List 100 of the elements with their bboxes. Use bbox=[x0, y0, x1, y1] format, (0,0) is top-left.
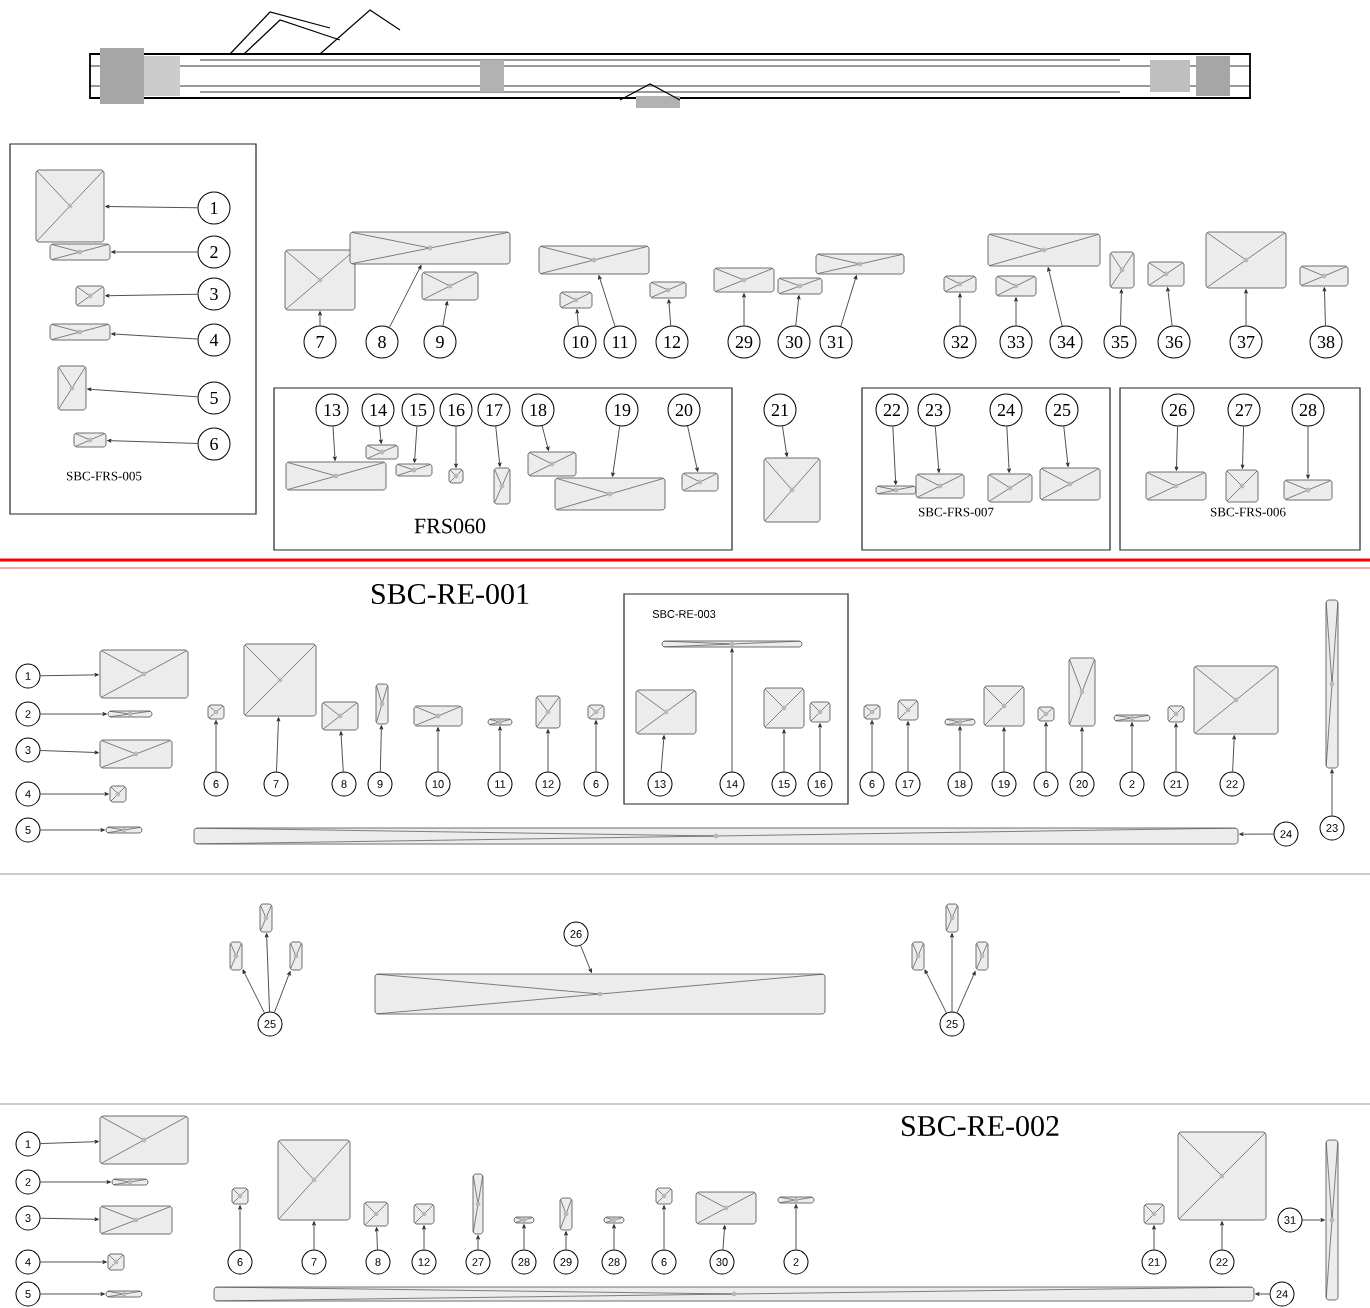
leader-line bbox=[956, 971, 976, 1013]
part-drawing bbox=[375, 683, 389, 725]
part-drawing bbox=[911, 941, 925, 971]
part-drawing bbox=[649, 281, 687, 299]
callout-number: 29 bbox=[727, 325, 761, 359]
leader-line bbox=[782, 425, 789, 457]
part-drawing bbox=[554, 477, 666, 511]
callout-number: 12 bbox=[655, 325, 689, 359]
part-drawing bbox=[111, 1178, 149, 1186]
part-drawing bbox=[1167, 705, 1185, 723]
leader-line bbox=[598, 275, 616, 327]
part-drawing bbox=[395, 463, 433, 477]
callout-number: 20 bbox=[667, 393, 701, 427]
leader-line bbox=[1174, 426, 1179, 471]
part-drawing bbox=[681, 472, 719, 492]
part-drawing bbox=[559, 291, 593, 309]
callout-number: 15 bbox=[401, 393, 435, 427]
part-drawing bbox=[661, 640, 803, 648]
leader-line bbox=[722, 1225, 727, 1250]
part-drawing bbox=[513, 1216, 535, 1224]
leader-line bbox=[564, 1231, 568, 1250]
callout-number: 9 bbox=[423, 325, 457, 359]
part-drawing bbox=[229, 941, 243, 971]
leader-line bbox=[40, 1260, 107, 1264]
part-drawing bbox=[99, 739, 173, 769]
leader-line bbox=[40, 712, 107, 716]
callout-number: 1 bbox=[197, 191, 231, 225]
leader-line bbox=[40, 1139, 99, 1144]
leader-line bbox=[1063, 426, 1070, 467]
callout-number: 6 bbox=[197, 427, 231, 461]
leader-line bbox=[1302, 1218, 1325, 1222]
callout-number: 11 bbox=[603, 325, 637, 359]
leader-line bbox=[378, 426, 383, 444]
callout-number: 22 bbox=[875, 393, 909, 427]
callout-number: 37 bbox=[1229, 325, 1263, 359]
part-drawing bbox=[207, 704, 225, 720]
part-drawing bbox=[635, 689, 697, 735]
part-drawing bbox=[107, 710, 153, 718]
leader-line bbox=[274, 971, 291, 1013]
part-drawing bbox=[655, 1187, 673, 1205]
leader-line bbox=[318, 311, 322, 326]
part-drawing bbox=[777, 277, 823, 295]
part-drawing bbox=[99, 649, 189, 699]
part-drawing bbox=[1325, 599, 1339, 769]
part-drawing bbox=[603, 1216, 625, 1224]
part-drawing bbox=[472, 1173, 484, 1235]
part-drawing bbox=[421, 271, 479, 301]
leader-line bbox=[105, 204, 198, 209]
part-drawing bbox=[777, 1196, 815, 1204]
part-drawing bbox=[763, 687, 805, 729]
part-drawing bbox=[535, 695, 561, 729]
part-drawing bbox=[105, 1290, 143, 1298]
leader-line bbox=[40, 828, 105, 832]
part-drawing bbox=[1325, 1139, 1339, 1301]
callout-number: 30 bbox=[777, 325, 811, 359]
leader-line bbox=[730, 648, 734, 772]
leader-line bbox=[794, 1204, 798, 1250]
leader-line bbox=[660, 735, 666, 772]
leader-line bbox=[1244, 289, 1248, 326]
part-drawing bbox=[987, 233, 1101, 267]
part-drawing bbox=[538, 245, 650, 275]
leader-line bbox=[111, 250, 198, 254]
leader-line bbox=[1220, 1221, 1224, 1250]
part-drawing bbox=[73, 432, 107, 448]
part-drawing bbox=[448, 468, 464, 484]
part-drawing bbox=[1145, 471, 1207, 501]
leader-line bbox=[40, 792, 109, 796]
part-drawing bbox=[49, 243, 111, 261]
leader-line bbox=[436, 727, 440, 772]
part-drawing bbox=[943, 275, 977, 293]
leader-line bbox=[374, 1227, 379, 1250]
callout-number: 31 bbox=[819, 325, 853, 359]
part-drawing bbox=[995, 275, 1037, 297]
part-drawing bbox=[105, 826, 143, 834]
part-drawing bbox=[35, 169, 105, 243]
leader-line bbox=[1166, 287, 1173, 326]
section-title: SBC-RE-001 bbox=[372, 583, 529, 605]
part-drawing bbox=[987, 473, 1033, 503]
callout-number: 18 bbox=[521, 393, 555, 427]
leader-line bbox=[442, 301, 449, 327]
leader-line bbox=[782, 729, 786, 772]
leader-line bbox=[105, 293, 198, 298]
part-drawing bbox=[289, 941, 303, 971]
part-drawing bbox=[1225, 469, 1259, 503]
leader-line bbox=[840, 275, 858, 327]
part-drawing bbox=[259, 903, 273, 933]
leader-line bbox=[1119, 289, 1124, 326]
leader-line bbox=[87, 387, 198, 398]
callout-number: 32 bbox=[943, 325, 977, 359]
leader-line bbox=[1239, 832, 1274, 837]
callout-number: 25 bbox=[1045, 393, 1079, 427]
callout-number: 10 bbox=[563, 325, 597, 359]
part-drawing bbox=[321, 701, 359, 731]
part-drawing bbox=[277, 1139, 351, 1221]
leader-line bbox=[312, 1221, 316, 1250]
leader-line bbox=[332, 426, 337, 461]
leader-line bbox=[795, 295, 801, 326]
leader-line bbox=[1306, 426, 1310, 479]
leader-line bbox=[476, 1235, 480, 1250]
callout-number: 23 bbox=[917, 393, 951, 427]
